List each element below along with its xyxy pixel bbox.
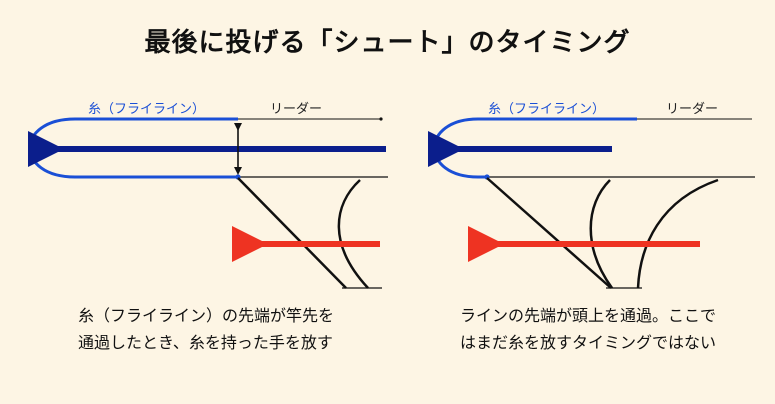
left-rod-curve <box>337 179 369 289</box>
right-caption: ラインの先端が頭上を通過。ここで はまだ糸を放すタイミングではない <box>460 302 716 356</box>
right-fly-line-label: 糸（フライライン） <box>488 102 606 117</box>
left-panel <box>27 117 388 289</box>
left-leader-end-dot <box>379 117 383 121</box>
right-leader-label: リーダー <box>666 102 719 117</box>
left-leader-label: リーダー <box>270 102 323 117</box>
left-fly-line-label: 糸（フライライン） <box>88 102 206 117</box>
right-rod <box>486 177 612 289</box>
right-rod-curve-1 <box>589 179 614 289</box>
right-caption-line-1: ラインの先端が頭上を通過。ここで <box>460 306 717 325</box>
right-caption-line-2: はまだ糸を放すタイミングではない <box>460 333 717 352</box>
left-caption-line-2: 通過したとき、糸を持った手を放す <box>78 333 333 352</box>
left-caption-line-1: 糸（フライライン）の先端が竿先を <box>78 306 335 325</box>
left-rod <box>237 177 347 289</box>
right-rod-curve-2 <box>636 178 719 289</box>
right-panel <box>428 117 755 289</box>
diagram-title: 最後に投げる「シュート」のタイミング <box>144 28 631 58</box>
left-caption: 糸（フライライン）の先端が竿先を 通過したとき、糸を持った手を放す <box>78 302 334 356</box>
